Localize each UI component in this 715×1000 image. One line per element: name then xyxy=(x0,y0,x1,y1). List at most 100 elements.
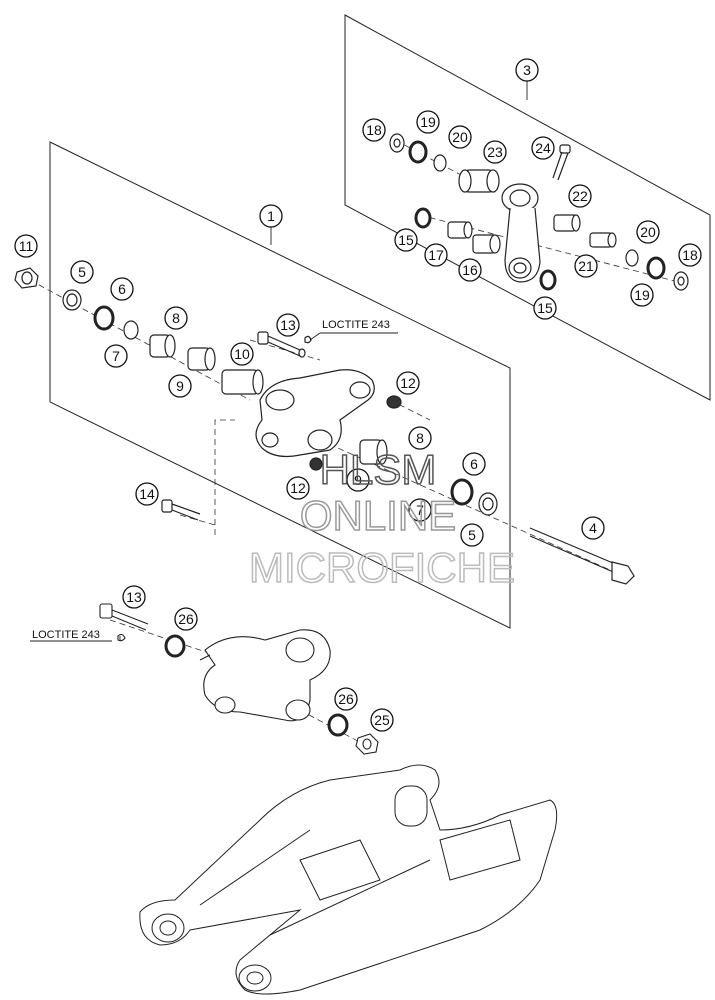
callout-circle xyxy=(448,125,472,149)
callout-circle xyxy=(458,258,482,282)
callout-number: 26 xyxy=(178,611,194,627)
callout-circle xyxy=(104,344,128,368)
callout-4: 4 xyxy=(581,516,605,540)
callout-number: 15 xyxy=(537,300,553,316)
callout-number: 19 xyxy=(420,114,436,130)
callout-number: 7 xyxy=(112,348,120,364)
callout-15: 15 xyxy=(394,228,418,252)
callout-number: 25 xyxy=(374,712,390,728)
callout-number: 5 xyxy=(468,527,476,543)
watermark-line-2: ONLINE xyxy=(300,492,456,539)
callout-10: 10 xyxy=(230,342,254,366)
callout-24: 24 xyxy=(531,136,555,160)
callout-number: 17 xyxy=(428,247,444,263)
callout-6: 6 xyxy=(462,452,486,476)
callout-13: 13 xyxy=(276,313,300,337)
callout-number: 3 xyxy=(523,62,531,78)
callout-circle xyxy=(462,452,486,476)
callout-number: 18 xyxy=(366,122,382,138)
callout-number: 11 xyxy=(19,238,34,254)
callout-number: 8 xyxy=(172,310,180,326)
callout-number: 12 xyxy=(400,375,416,391)
bolt-13-lower xyxy=(99,603,149,631)
callout-26: 26 xyxy=(334,687,358,711)
callout-number: 12 xyxy=(290,480,306,496)
callout-8: 8 xyxy=(164,306,188,330)
callout-7: 7 xyxy=(104,344,128,368)
callout-circle xyxy=(164,306,188,330)
nut-18-left xyxy=(389,133,405,153)
loctite-labels: LOCTITE 243 LOCTITE 243 xyxy=(32,319,390,641)
swingarm xyxy=(139,764,558,995)
assembled-linkage xyxy=(99,603,379,755)
callout-18: 18 xyxy=(362,118,386,142)
nut-11 xyxy=(14,267,39,289)
callout-circle xyxy=(515,58,539,82)
watermark-line-1: HLSM xyxy=(320,446,437,493)
callout-circle xyxy=(346,468,370,492)
bolt-24 xyxy=(552,144,571,181)
callout-circle xyxy=(286,476,310,500)
bushing-23 xyxy=(458,169,500,193)
callout-19: 19 xyxy=(416,110,440,134)
callout-number: 1 xyxy=(267,208,275,224)
callout-number: 9 xyxy=(176,378,184,394)
callout-number: 24 xyxy=(535,140,551,156)
linkage-lever xyxy=(255,369,375,458)
callout-circle xyxy=(483,140,507,164)
callout-circle xyxy=(531,136,555,160)
bolt-14 xyxy=(161,499,201,521)
watermark-line-3: MICROFICHE xyxy=(249,544,515,591)
callout-circle xyxy=(230,342,254,366)
linkage-parts xyxy=(14,267,635,585)
dashed-connector-14 xyxy=(214,419,235,535)
callout-17: 17 xyxy=(424,243,448,267)
callout-5: 5 xyxy=(460,523,484,547)
callout-circle xyxy=(168,374,192,398)
callout-circle xyxy=(630,283,654,307)
callout-20: 20 xyxy=(448,125,472,149)
callout-3: 3 xyxy=(515,58,539,82)
callout-22: 22 xyxy=(568,184,592,208)
loctite-label-lower: LOCTITE 243 xyxy=(32,629,100,641)
bolt-13-upper xyxy=(257,331,306,358)
callout-6: 6 xyxy=(110,277,134,301)
link-parts xyxy=(389,133,689,291)
callout-5: 5 xyxy=(70,260,94,284)
callout-number: 4 xyxy=(589,520,597,536)
callout-circle xyxy=(70,260,94,284)
callout-26: 26 xyxy=(174,607,198,631)
callout-circle xyxy=(110,277,134,301)
callout-16: 16 xyxy=(458,258,482,282)
callout-number: 14 xyxy=(139,486,155,502)
callout-number: 6 xyxy=(118,281,126,297)
seal-19-left xyxy=(408,140,428,164)
callout-15: 15 xyxy=(533,296,557,320)
callout-number: 26 xyxy=(338,691,354,707)
callout-18: 18 xyxy=(678,243,702,267)
callout-number: 18 xyxy=(682,247,698,263)
callout-circle xyxy=(636,220,660,244)
callout-1: 1 xyxy=(259,204,283,228)
callout-12: 12 xyxy=(396,371,420,395)
callout-circle xyxy=(460,523,484,547)
callout-23: 23 xyxy=(483,140,507,164)
callout-number: 20 xyxy=(640,224,656,240)
callout-number: 8 xyxy=(416,430,424,446)
callout-number: 13 xyxy=(280,317,296,333)
leader-lines xyxy=(30,80,528,642)
callout-circle xyxy=(568,184,592,208)
callout-circle xyxy=(370,708,394,732)
callout-20: 20 xyxy=(636,220,660,244)
callout-circle xyxy=(334,687,358,711)
callout-12: 12 xyxy=(286,476,310,500)
callout-14: 14 xyxy=(135,482,159,506)
callout-circle xyxy=(122,585,146,609)
callout-number: 5 xyxy=(78,264,86,280)
callout-circle xyxy=(276,313,300,337)
callout-circle xyxy=(424,243,448,267)
callout-circle xyxy=(174,607,198,631)
callout-13: 13 xyxy=(122,585,146,609)
callout-circle xyxy=(14,234,38,258)
callout-number: 13 xyxy=(126,589,142,605)
